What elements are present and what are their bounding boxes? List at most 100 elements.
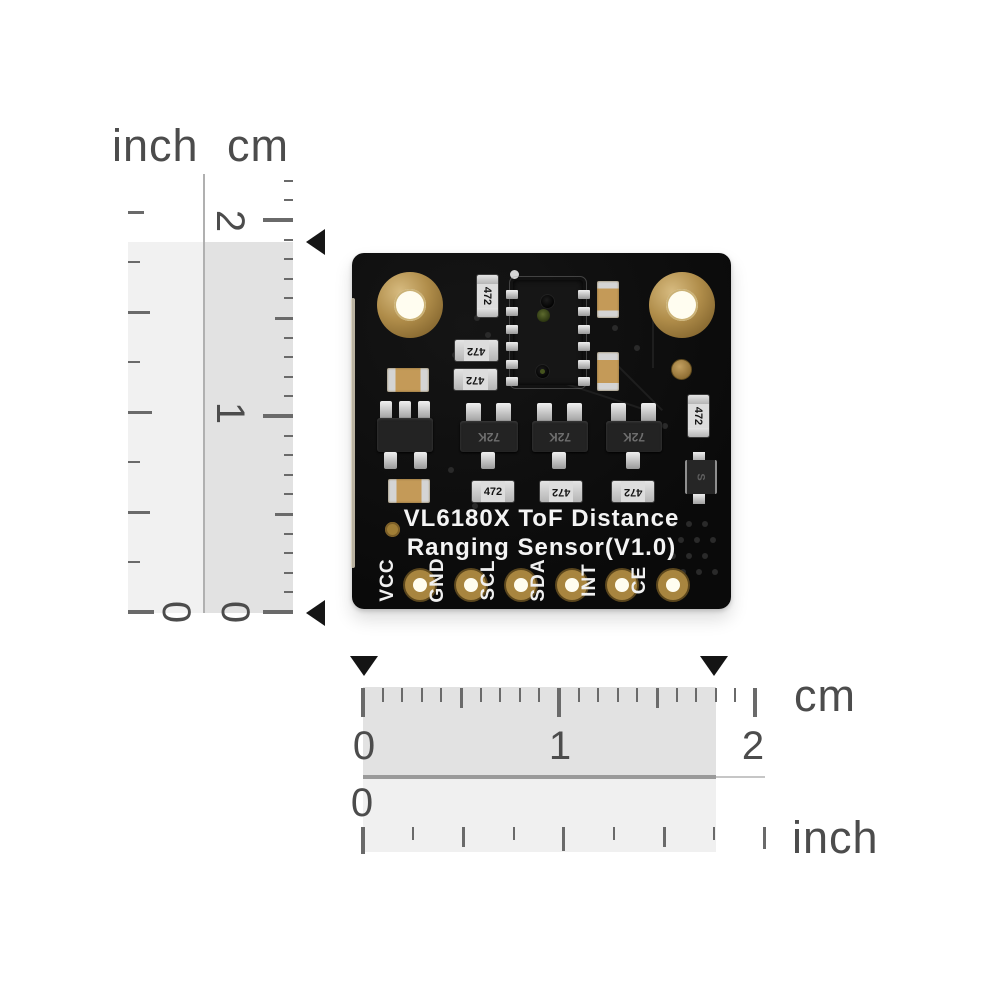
resistor-end (488, 369, 497, 390)
ruler-tick (412, 827, 415, 840)
resistor-end (540, 481, 549, 502)
pad (399, 401, 411, 420)
ruler-tick (128, 410, 152, 414)
sensor-pin (578, 325, 590, 334)
ruler-tick (714, 688, 717, 702)
transistor-label: 72K (477, 429, 500, 444)
cm-number-1: 1 (208, 401, 253, 425)
ruler-tick (284, 395, 293, 398)
pad (380, 401, 392, 420)
pointer-arrow-right-icon (700, 656, 728, 676)
sensor-pin (506, 342, 518, 351)
ruler-tick (753, 688, 757, 717)
ruler-tick (284, 571, 293, 574)
ruler-tick (275, 316, 293, 320)
resistor-label: 472 (551, 485, 571, 498)
sensor-pin (506, 360, 518, 369)
ruler-divider-line (363, 775, 716, 779)
resistor-end (454, 369, 463, 390)
pin1-marker-dot (510, 270, 519, 279)
via-dot (634, 345, 640, 351)
capacitor (388, 479, 430, 503)
ruler-tick (538, 688, 541, 702)
resistor-end (489, 340, 498, 361)
via-dot (696, 569, 702, 575)
sensor-pin (506, 307, 518, 316)
horizontal-ruler: 0 1 2 cm 0 inch (0, 640, 1000, 900)
pin-hole-vcc (405, 570, 435, 600)
pointer-arrow-bottom-icon (306, 600, 325, 626)
pad (414, 452, 427, 469)
ruler-tick (128, 361, 140, 363)
resistor-end (573, 481, 582, 502)
ruler-tick (263, 414, 293, 418)
inch-number-0: 0 (154, 600, 199, 624)
capacitor (597, 352, 619, 391)
ruler-tick (461, 827, 465, 847)
ruler-tick (459, 688, 463, 708)
ruler-tick (361, 688, 365, 717)
resistor-end (472, 481, 481, 502)
ruler-tick (284, 591, 293, 594)
resistor-label: 472 (467, 344, 486, 357)
vertical-inch-band (128, 242, 203, 613)
transistor-body: 72K (532, 421, 588, 452)
inch-number-0: 0 (350, 780, 374, 825)
ruler-tick (401, 688, 404, 702)
pad (567, 403, 582, 423)
resistor-label: 472 (481, 286, 494, 306)
via-dot (670, 521, 676, 527)
ruler-tick (275, 512, 293, 516)
ruler-divider-line-ext (716, 776, 765, 778)
resistor: 472 (472, 481, 514, 502)
resistor: 472 (454, 369, 497, 390)
vl6180x-sensor-module (506, 270, 590, 389)
sensor-pin (578, 377, 590, 386)
via-dot (694, 537, 700, 543)
ruler-tick (420, 688, 423, 702)
sensor-pin (506, 377, 518, 386)
pin-hole-gnd (456, 570, 486, 600)
capacitor (387, 368, 429, 392)
ruler-tick (128, 510, 150, 514)
pad (466, 403, 481, 423)
resistor-label: 472 (483, 485, 503, 498)
ruler-tick (695, 688, 698, 702)
pad (481, 452, 495, 469)
ruler-tick (263, 610, 293, 614)
resistor-end (645, 481, 654, 502)
ruler-tick (128, 261, 140, 263)
pad (418, 401, 430, 420)
sensor-pin (578, 342, 590, 351)
capacitor (597, 281, 619, 318)
ruler-tick (128, 210, 144, 214)
horizontal-inch-band (363, 779, 716, 852)
ruler-tick (597, 688, 600, 702)
lens-glint (540, 369, 545, 374)
ruler-tick (479, 688, 482, 702)
ruler-tick (263, 218, 293, 222)
pin-label-int: INT (579, 563, 600, 597)
emitter-aperture (540, 294, 555, 309)
ruler-tick (284, 532, 293, 535)
silkscreen-title-line1: VL6180X ToF Distance (403, 505, 680, 532)
pin-hole-scl (506, 570, 536, 600)
via-dot (612, 325, 618, 331)
ruler-tick (284, 297, 293, 300)
ruler-tick (128, 461, 140, 463)
gold-fiducial (385, 522, 400, 537)
ruler-tick (440, 688, 443, 702)
diode-body: S (685, 460, 717, 494)
ruler-tick (562, 827, 566, 851)
ruler-tick (636, 688, 639, 702)
ruler-tick (713, 827, 716, 840)
ruler-tick (284, 473, 293, 476)
ruler-tick (284, 356, 293, 359)
pointer-arrow-top-icon (306, 229, 325, 255)
ruler-tick (499, 688, 502, 702)
ruler-tick (381, 688, 384, 702)
ruler-tick (284, 375, 293, 378)
vertical-cm-band (205, 242, 293, 613)
ruler-tick (361, 827, 365, 854)
